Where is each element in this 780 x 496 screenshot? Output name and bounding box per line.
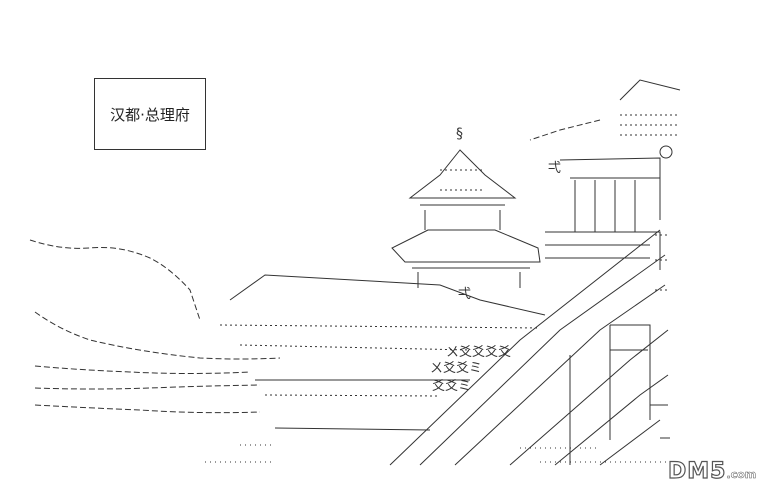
roof-sign-2: 弌	[458, 287, 471, 302]
left-mountain-ridges	[29, 239, 281, 414]
right-tower	[529, 79, 681, 270]
right-side-structures	[569, 234, 670, 465]
foreground-dots	[205, 444, 668, 463]
dm5-watermark-logo: DM5.com	[667, 458, 772, 486]
diagonal-stairways	[389, 229, 669, 466]
ascii-glyph-labels: § ㄨ爻爻爻爻 ㄨ爻爻ミ 爻爻ミ 弌 弌	[430, 126, 561, 394]
pagoda	[391, 149, 541, 288]
wave-row-2: ㄨ爻爻ミ	[430, 361, 482, 376]
watermark-suffix: .com	[726, 468, 757, 482]
wave-row-1: ㄨ爻爻爻爻	[446, 345, 511, 360]
pagoda-finial: §	[456, 126, 463, 142]
main-hall-roofline	[219, 274, 546, 431]
watermark-text: DM5	[667, 458, 727, 484]
caption-text: 汉都·总理府	[110, 105, 190, 124]
wave-row-3: 爻爻ミ	[432, 379, 471, 394]
caption-box: 汉都·总理府	[94, 78, 206, 150]
roof-sign-1: 弌	[548, 161, 561, 176]
